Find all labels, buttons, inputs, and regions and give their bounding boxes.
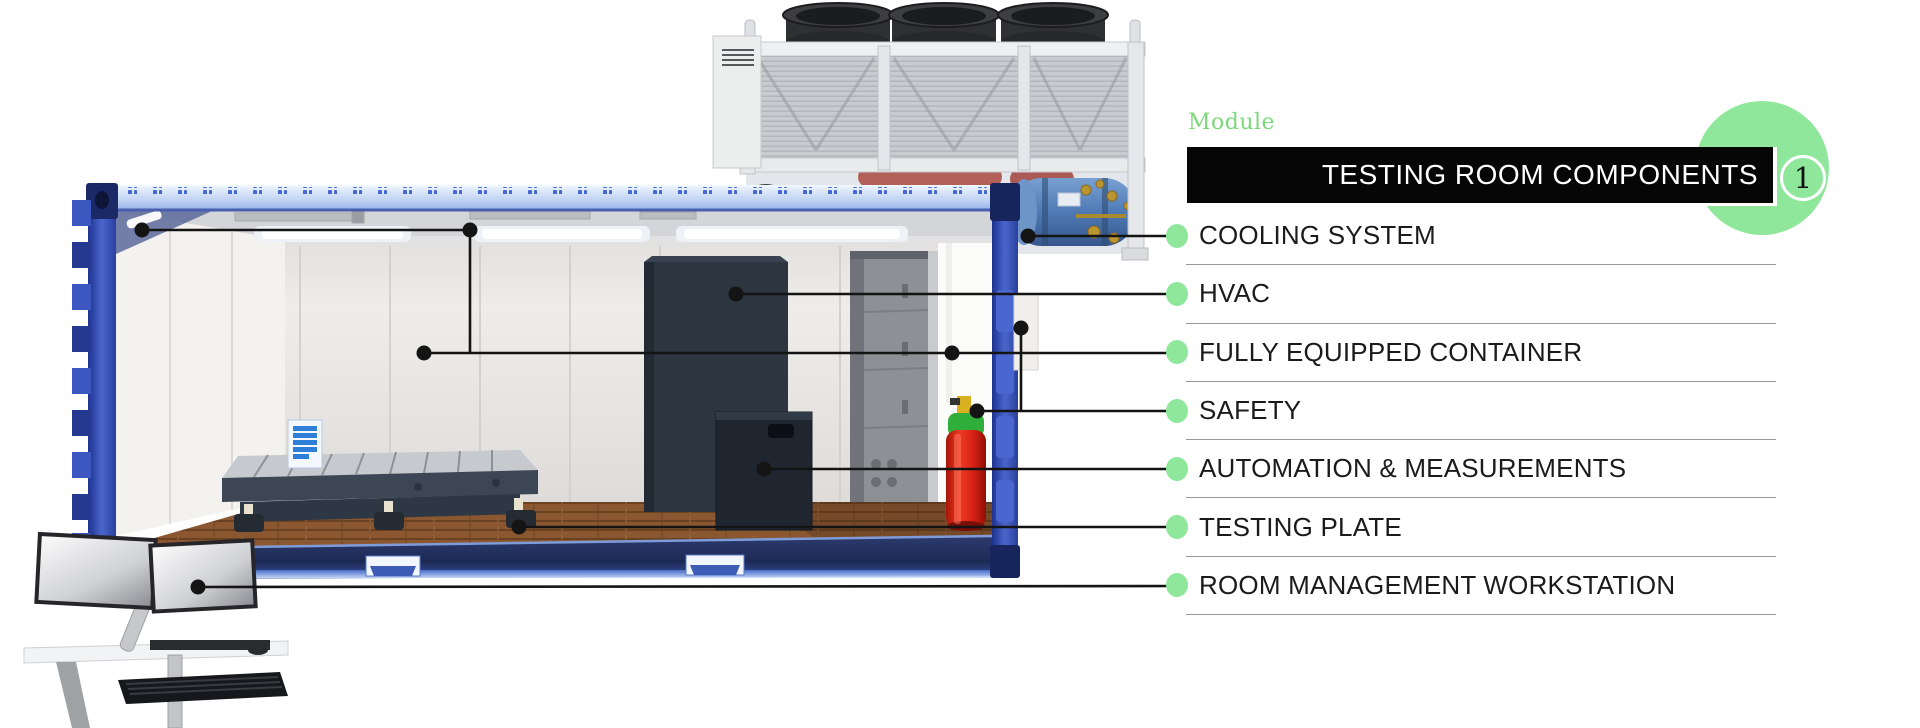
component-bullet-icon [1166,573,1188,598]
component-row: TESTING PLATE [1166,498,1776,557]
louver-panel [1030,56,1129,160]
component-bullet-icon [1166,515,1188,540]
component-label: ROOM MANAGEMENT WORKSTATION [1199,569,1676,600]
top-rail [92,185,1012,212]
component-bullet-icon [1166,340,1188,365]
component-row: FULLY EQUIPPED CONTAINER [1166,324,1776,382]
left-corner-post [72,183,118,578]
desk-leg [56,662,90,728]
callout-workstation [190,579,1173,595]
electrical-box [712,35,762,169]
component-label: AUTOMATION & MEASUREMENTS [1199,453,1627,484]
component-label: TESTING PLATE [1199,511,1402,542]
component-bullet-icon [1166,398,1188,423]
component-row: AUTOMATION & MEASUREMENTS [1166,440,1776,499]
testing-plate [222,419,538,532]
component-row: ROOM MANAGEMENT WORKSTATION [1166,557,1776,616]
louver-panel [890,56,1018,160]
workstation [23,531,289,728]
mouse-icon [248,645,268,655]
callout-fully-equipped-container [134,222,1172,361]
corrugation-tabs [72,200,91,557]
fire-extinguisher-icon [946,396,986,531]
louver-panel [754,56,878,160]
component-row: SAFETY [1166,382,1776,441]
chiller-frame [712,19,1149,261]
control-cabinet [850,251,938,505]
tray-mount [150,640,270,650]
module-number-badge: 1 [1780,155,1826,201]
monitor [34,531,158,611]
forklift-pocket [365,554,745,577]
component-label: HVAC [1199,278,1271,309]
bottom-rail [109,534,993,579]
measurement-box [715,411,813,531]
component-bullet-icon [1166,281,1188,306]
keyboard [118,672,288,704]
component-row: COOLING SYSTEM [1166,207,1776,266]
module-label: Module [1188,110,1276,135]
callout-testing-plate [511,519,1172,535]
component-label: FULLY EQUIPPED CONTAINER [1199,336,1583,367]
right-corner-post [990,183,1020,578]
callout-automation-measurements [756,461,1172,477]
components-list: COOLING SYSTEM HVAC FULLY EQUIPPED CONTA… [1166,207,1776,616]
coolant-tank [1010,178,1136,246]
component-label: SAFETY [1199,395,1302,426]
callout-safety [969,320,1172,419]
container-cutaway [72,183,1039,579]
component-label: COOLING SYSTEM [1199,220,1436,251]
component-bullet-icon [1166,223,1188,248]
blue-sign [287,419,323,469]
callout-cooling-system [1020,228,1172,244]
component-bullet-icon [1166,456,1188,481]
ceiling-duct [234,209,697,224]
component-row: HVAC [1166,265,1776,324]
ceiling-light [254,226,908,242]
callout-hvac [728,286,1172,302]
banner-title: TESTING ROOM COMPONENTS [1187,147,1777,206]
monitor [148,538,258,614]
